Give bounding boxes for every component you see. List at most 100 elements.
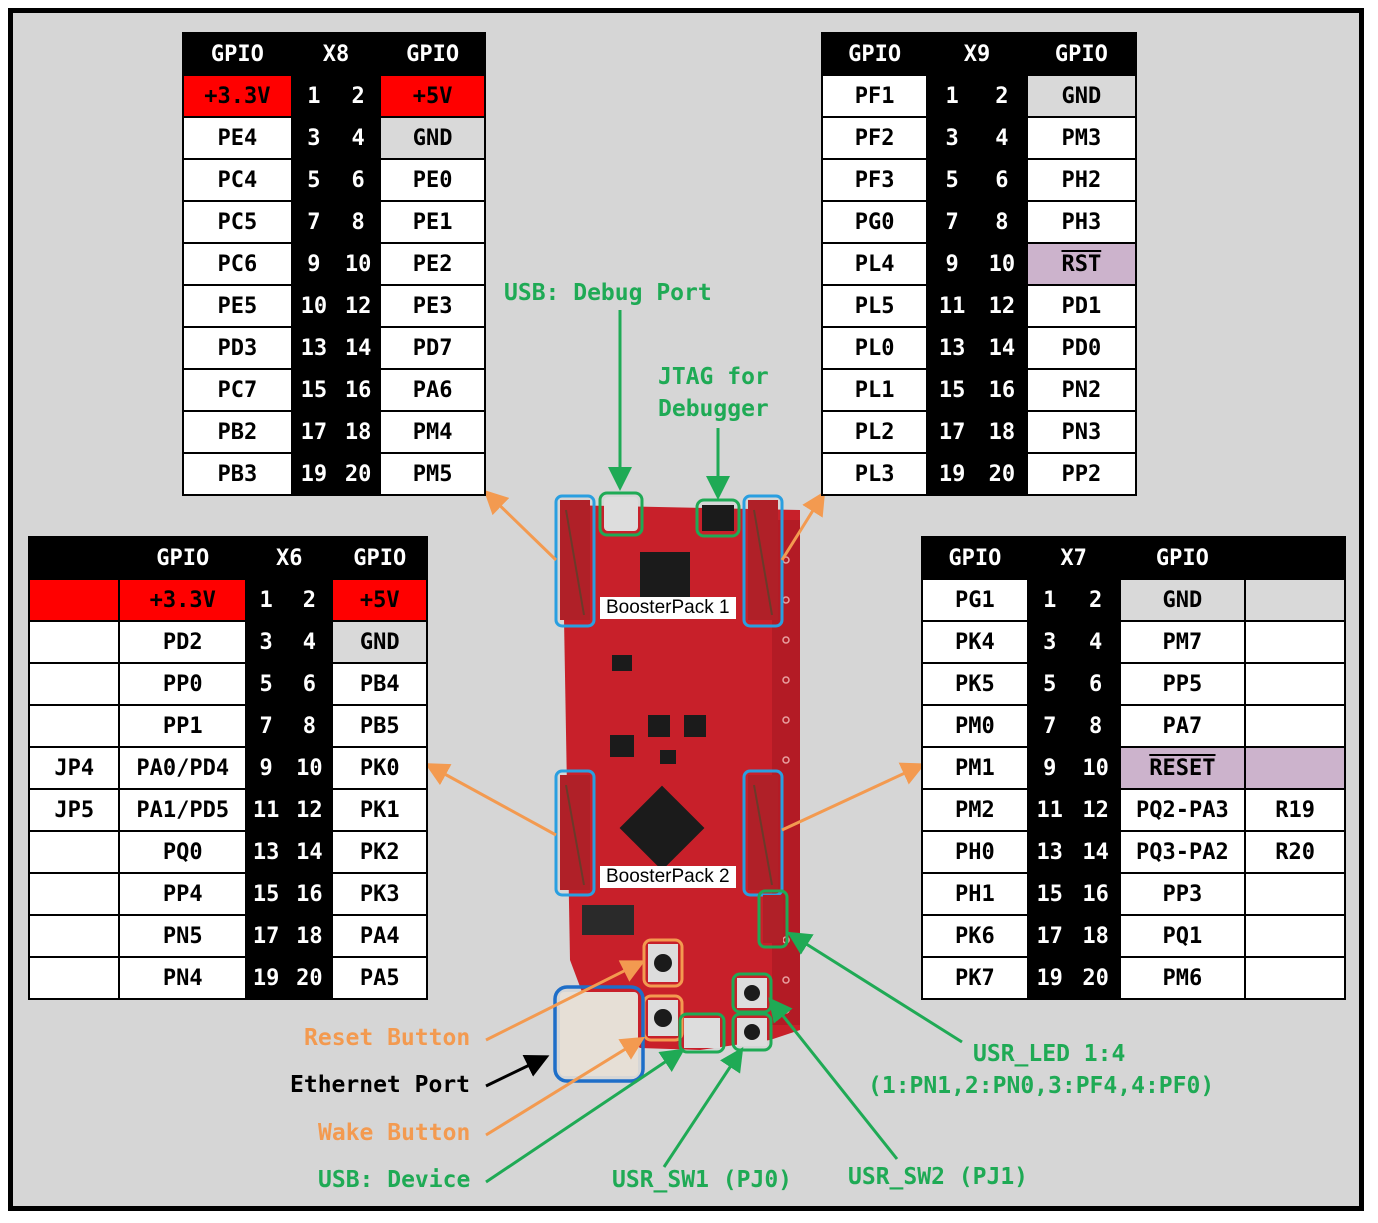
gpio-cell: PK7 xyxy=(921,956,1029,1000)
jumper-cell xyxy=(1244,662,1346,706)
ethernet-magnetics xyxy=(582,905,634,935)
pin-number: 16 xyxy=(1070,872,1121,916)
gpio-cell: PC6 xyxy=(182,242,293,286)
gpio-cell: RESET xyxy=(1118,746,1247,790)
pin-number: 16 xyxy=(285,872,334,916)
gpio-name: PM7 xyxy=(1162,629,1203,655)
gpio-name: PK5 xyxy=(954,671,995,697)
header-cell: GPIO xyxy=(118,536,248,580)
gpio-cell: PL3 xyxy=(820,452,929,496)
pin-number: 20 xyxy=(1070,956,1121,1000)
gpio-name: +5V xyxy=(359,587,400,613)
pin-number: 2 xyxy=(334,74,382,118)
pin-number: 5 xyxy=(1026,662,1073,706)
gpio-name: PK2 xyxy=(359,839,400,865)
gpio-cell: PL4 xyxy=(820,242,929,286)
pin-number: 15 xyxy=(926,368,979,412)
gpio-name: PQ3-PA2 xyxy=(1136,839,1229,865)
header-cell: X7 xyxy=(1026,536,1121,580)
gpio-name: PH0 xyxy=(954,839,995,865)
pin-number: 13 xyxy=(245,830,288,874)
gpio-name: PE5 xyxy=(217,293,258,319)
jumper-cell xyxy=(27,872,121,916)
usr-led-label-line1: USR_LED 1:4 xyxy=(973,1041,1126,1067)
gpio-cell: +5V xyxy=(331,578,428,622)
pin-number: 7 xyxy=(290,200,338,244)
gpio-cell: PP5 xyxy=(1118,662,1247,706)
gpio-cell: PD7 xyxy=(379,326,486,370)
gpio-cell: GND xyxy=(1025,74,1138,118)
gpio-cell: PH1 xyxy=(921,872,1029,916)
gpio-cell: PM4 xyxy=(379,410,486,454)
pin-number: 4 xyxy=(285,620,334,664)
gpio-name: PF3 xyxy=(854,167,895,193)
pin-number: 19 xyxy=(926,452,979,496)
gpio-name: GND xyxy=(359,629,400,655)
header-cell: GPIO xyxy=(921,536,1029,580)
gpio-name: PP1 xyxy=(162,713,203,739)
pin-number: 10 xyxy=(285,746,334,790)
pin-number: 9 xyxy=(290,242,338,286)
gpio-name: PD2 xyxy=(162,629,203,655)
gpio-name: PH1 xyxy=(954,881,995,907)
gpio-name: PM4 xyxy=(412,419,453,445)
gpio-cell: PE3 xyxy=(379,284,486,328)
gpio-name: PL5 xyxy=(854,293,895,319)
gpio-cell: PG0 xyxy=(820,200,929,244)
jtag-label-line1: JTAG for xyxy=(658,364,769,390)
gpio-name: PB4 xyxy=(359,671,400,697)
arrow-to-x9 xyxy=(780,490,826,561)
gpio-name: PF1 xyxy=(854,83,895,109)
pin-number: 1 xyxy=(245,578,288,622)
usr-led-label-line2: (1:PN1,2:PN0,3:PF4,4:PF0) xyxy=(868,1073,1215,1099)
gpio-cell: PM1 xyxy=(921,746,1029,790)
pin-number: 20 xyxy=(285,956,334,1000)
pin-number: 5 xyxy=(290,158,338,202)
gpio-cell: PA6 xyxy=(379,368,486,412)
arrow-to-x7 xyxy=(781,762,926,832)
arrow-ethernet xyxy=(485,1055,550,1088)
gpio-cell: PK1 xyxy=(331,788,428,832)
pin-number: 1 xyxy=(926,74,979,118)
pin-number: 16 xyxy=(334,368,382,412)
boosterpack-2-label: BoosterPack 2 xyxy=(600,866,736,888)
pin-number: 4 xyxy=(1070,620,1121,664)
gpio-cell: PH2 xyxy=(1025,158,1138,202)
arrow-usb-device xyxy=(485,1048,685,1184)
arrow-to-x6 xyxy=(424,763,557,837)
gpio-cell: PM0 xyxy=(921,704,1029,748)
pin-number: 5 xyxy=(245,662,288,706)
gpio-name: PM3 xyxy=(1061,125,1102,151)
gpio-cell: PC7 xyxy=(182,368,293,412)
pin-number: 14 xyxy=(334,326,382,370)
gpio-name: PM0 xyxy=(954,713,995,739)
pin-number: 5 xyxy=(926,158,979,202)
gpio-cell: PC5 xyxy=(182,200,293,244)
header-pins xyxy=(565,509,773,886)
gpio-name: PB3 xyxy=(217,461,258,487)
jumper-cell xyxy=(27,662,121,706)
gpio-cell: PM6 xyxy=(1118,956,1247,1000)
gpio-cell: PQ1 xyxy=(1118,914,1247,958)
jumper-cell xyxy=(27,914,121,958)
gpio-cell: PL2 xyxy=(820,410,929,454)
header-cell: GPIO xyxy=(331,536,428,580)
gpio-cell: PK2 xyxy=(331,830,428,874)
gpio-name: PG1 xyxy=(954,587,995,613)
header-cell: GPIO xyxy=(379,32,486,76)
arrow-usr-sw2 xyxy=(768,997,899,1160)
boosterpack-1-label: BoosterPack 1 xyxy=(600,597,736,619)
